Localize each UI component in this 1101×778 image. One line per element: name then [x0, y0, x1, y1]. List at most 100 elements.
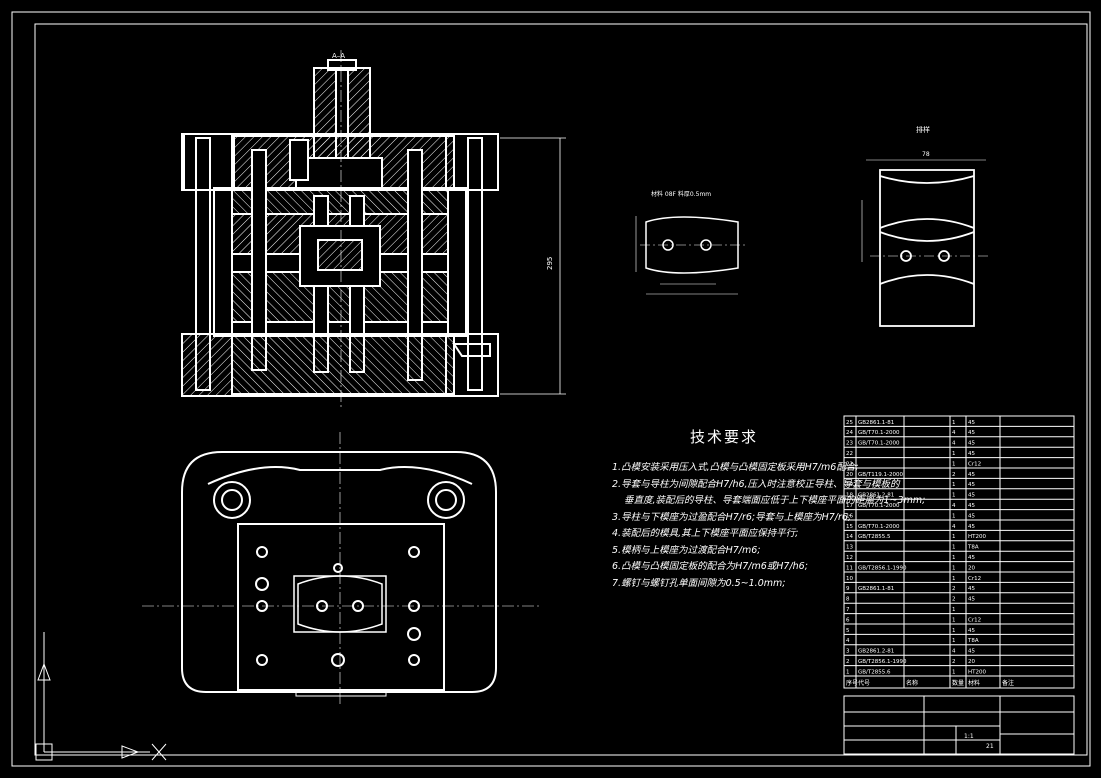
bom-cell: 13: [846, 545, 853, 551]
bom-cell: T8A: [967, 638, 979, 644]
section-label: A–A: [332, 52, 345, 60]
height-dimension: 295: [546, 257, 554, 270]
requirement-item: 6.凸模与凸模固定板的配合为H7/m6或H7/h6;: [612, 561, 808, 572]
strip-layout[interactable]: 排样 78: [861, 125, 990, 327]
requirement-item: 3.导柱与下模座为过盈配合H7/r6;导套与上模座为H7/r6;: [612, 511, 852, 523]
requirement-item: 5.模柄与上模座为过渡配合H7/m6;: [612, 544, 761, 556]
bom-header-cell: 材料: [968, 679, 980, 687]
sheet-outer-border: [11, 11, 1091, 767]
bom-header-cell: 数量: [952, 679, 964, 687]
bom-cell: 4: [952, 649, 956, 655]
bom-cell: 23: [846, 441, 853, 447]
bom-cell: GB/T70.1-2000: [858, 503, 900, 509]
bom-cell: 45: [968, 420, 975, 426]
bom-cell: 11: [846, 565, 853, 571]
bom-cell: 16: [846, 513, 853, 519]
bom-cell: GB2861.2-81: [858, 649, 894, 655]
bom-cell: 1: [952, 513, 956, 519]
requirement-item: 7.螺钉与螺钉孔单面间隙为0.5~1.0mm;: [612, 577, 786, 589]
bom-cell: 4: [952, 441, 956, 447]
scale-value: 1:1: [964, 733, 974, 740]
bom-cell: 1: [952, 534, 956, 540]
bom-cell: 1: [952, 607, 956, 613]
bom-cell: T8A: [967, 545, 979, 551]
bom-header-cell: 序号: [846, 679, 858, 687]
bom-cell: 2: [952, 586, 956, 592]
bom-cell: 1: [952, 461, 956, 467]
requirement-item: 2.导套与导柱为间隙配合H7/h6,压入时注意校正导柱、导套与模板的: [612, 478, 900, 490]
bom-cell: 1: [952, 420, 956, 426]
bom-cell: 45: [968, 441, 975, 447]
bom-cell: 45: [968, 586, 975, 592]
bom-cell: GB/T70.1-2000: [858, 524, 900, 530]
title-block[interactable]: 1:1 21: [843, 695, 1075, 755]
requirement-item: 4.装配后的模具,其上下模座平面应保持平行;: [612, 528, 799, 539]
requirements-title: 技术要求: [690, 428, 759, 446]
bom-cell: 1: [952, 638, 956, 644]
requirements-list: 1.凸模安装采用压入式,凸模与凸模固定板采用H7/m6配合; 2.导套与导柱为间…: [612, 460, 926, 592]
bom-cell: HT200: [968, 669, 986, 675]
bom-cell: 2: [952, 659, 956, 665]
bom-cell: GB2861.2-81: [858, 493, 894, 499]
bom-header-cell: 名称: [906, 679, 918, 687]
bom-cell: 3: [846, 649, 850, 655]
bom-cell: 45: [968, 430, 975, 436]
bom-cell: 4: [952, 430, 956, 436]
bom-cell: 4: [952, 524, 956, 530]
bom-cell: 19: [846, 482, 853, 488]
strip-width-dimension: 78: [922, 151, 930, 158]
sheet-inner-border: [34, 23, 1088, 756]
bom-cell: Cr12: [968, 576, 981, 582]
bom-cell: 17: [846, 503, 853, 509]
strip-label: 排样: [916, 125, 930, 134]
bom-cell: HT200: [968, 534, 986, 540]
bom-cell: 2: [846, 659, 850, 665]
bom-cell: GB/T2856.1-1990: [858, 565, 907, 571]
part-note: 材料 08F 料厚0.5mm: [651, 190, 711, 198]
bom-cell: 1: [952, 628, 956, 634]
bom-cell: 2: [952, 472, 956, 478]
bom-cell: 1: [846, 669, 850, 675]
bom-cell: 7: [846, 607, 850, 613]
bom-cell: 1: [952, 482, 956, 488]
bom-cell: 1: [952, 565, 956, 571]
bom-cell: 1: [952, 555, 956, 561]
bom-cell: 9: [846, 586, 850, 592]
bom-cell: 22: [846, 451, 853, 457]
bom-cell: 14: [846, 534, 853, 540]
bom-cell: 1: [952, 493, 956, 499]
part-drawing[interactable]: 材料 08F 料厚0.5mm: [635, 190, 746, 295]
requirement-item: 垂直度,装配后的导柱、导套端面应低于上下模座平面的距离为1~3mm;: [624, 495, 926, 506]
bom-cell: 18: [846, 493, 853, 499]
bom-cell: 24: [846, 430, 853, 436]
bom-cell: 20: [846, 472, 853, 478]
sheet-number: 21: [986, 743, 994, 750]
plan-view[interactable]: [142, 432, 540, 704]
bom-frame: [843, 415, 1075, 689]
bom-cell: 4: [846, 638, 850, 644]
bom-cell: 5: [846, 628, 850, 634]
bom-cell: 4: [952, 503, 956, 509]
bom-cell: 1: [952, 669, 956, 675]
bom-cell: 45: [968, 493, 975, 499]
bom-cell: 45: [968, 628, 975, 634]
bom-cell: 45: [968, 597, 975, 603]
bom-cell: 6: [846, 617, 850, 623]
bom-cell: Cr12: [968, 617, 981, 623]
ucs-axis-icon: [35, 632, 167, 761]
bom-header-cell: 备注: [1002, 679, 1014, 687]
bom-cell: 45: [968, 555, 975, 561]
bom-cell: 45: [968, 649, 975, 655]
bom-cell: 45: [968, 482, 975, 488]
bom-cell: 2: [952, 597, 956, 603]
bom-cell: 45: [968, 472, 975, 478]
bom-cell: GB2861.1-81: [858, 586, 894, 592]
bom-cell: 21: [846, 461, 853, 467]
bom-cell: 15: [846, 524, 853, 530]
front-section-view[interactable]: A–A: [181, 50, 566, 410]
bom-cell: 20: [968, 565, 975, 571]
bom-cell: 10: [846, 576, 853, 582]
bom-cell: GB/T70.1-2000: [858, 430, 900, 436]
